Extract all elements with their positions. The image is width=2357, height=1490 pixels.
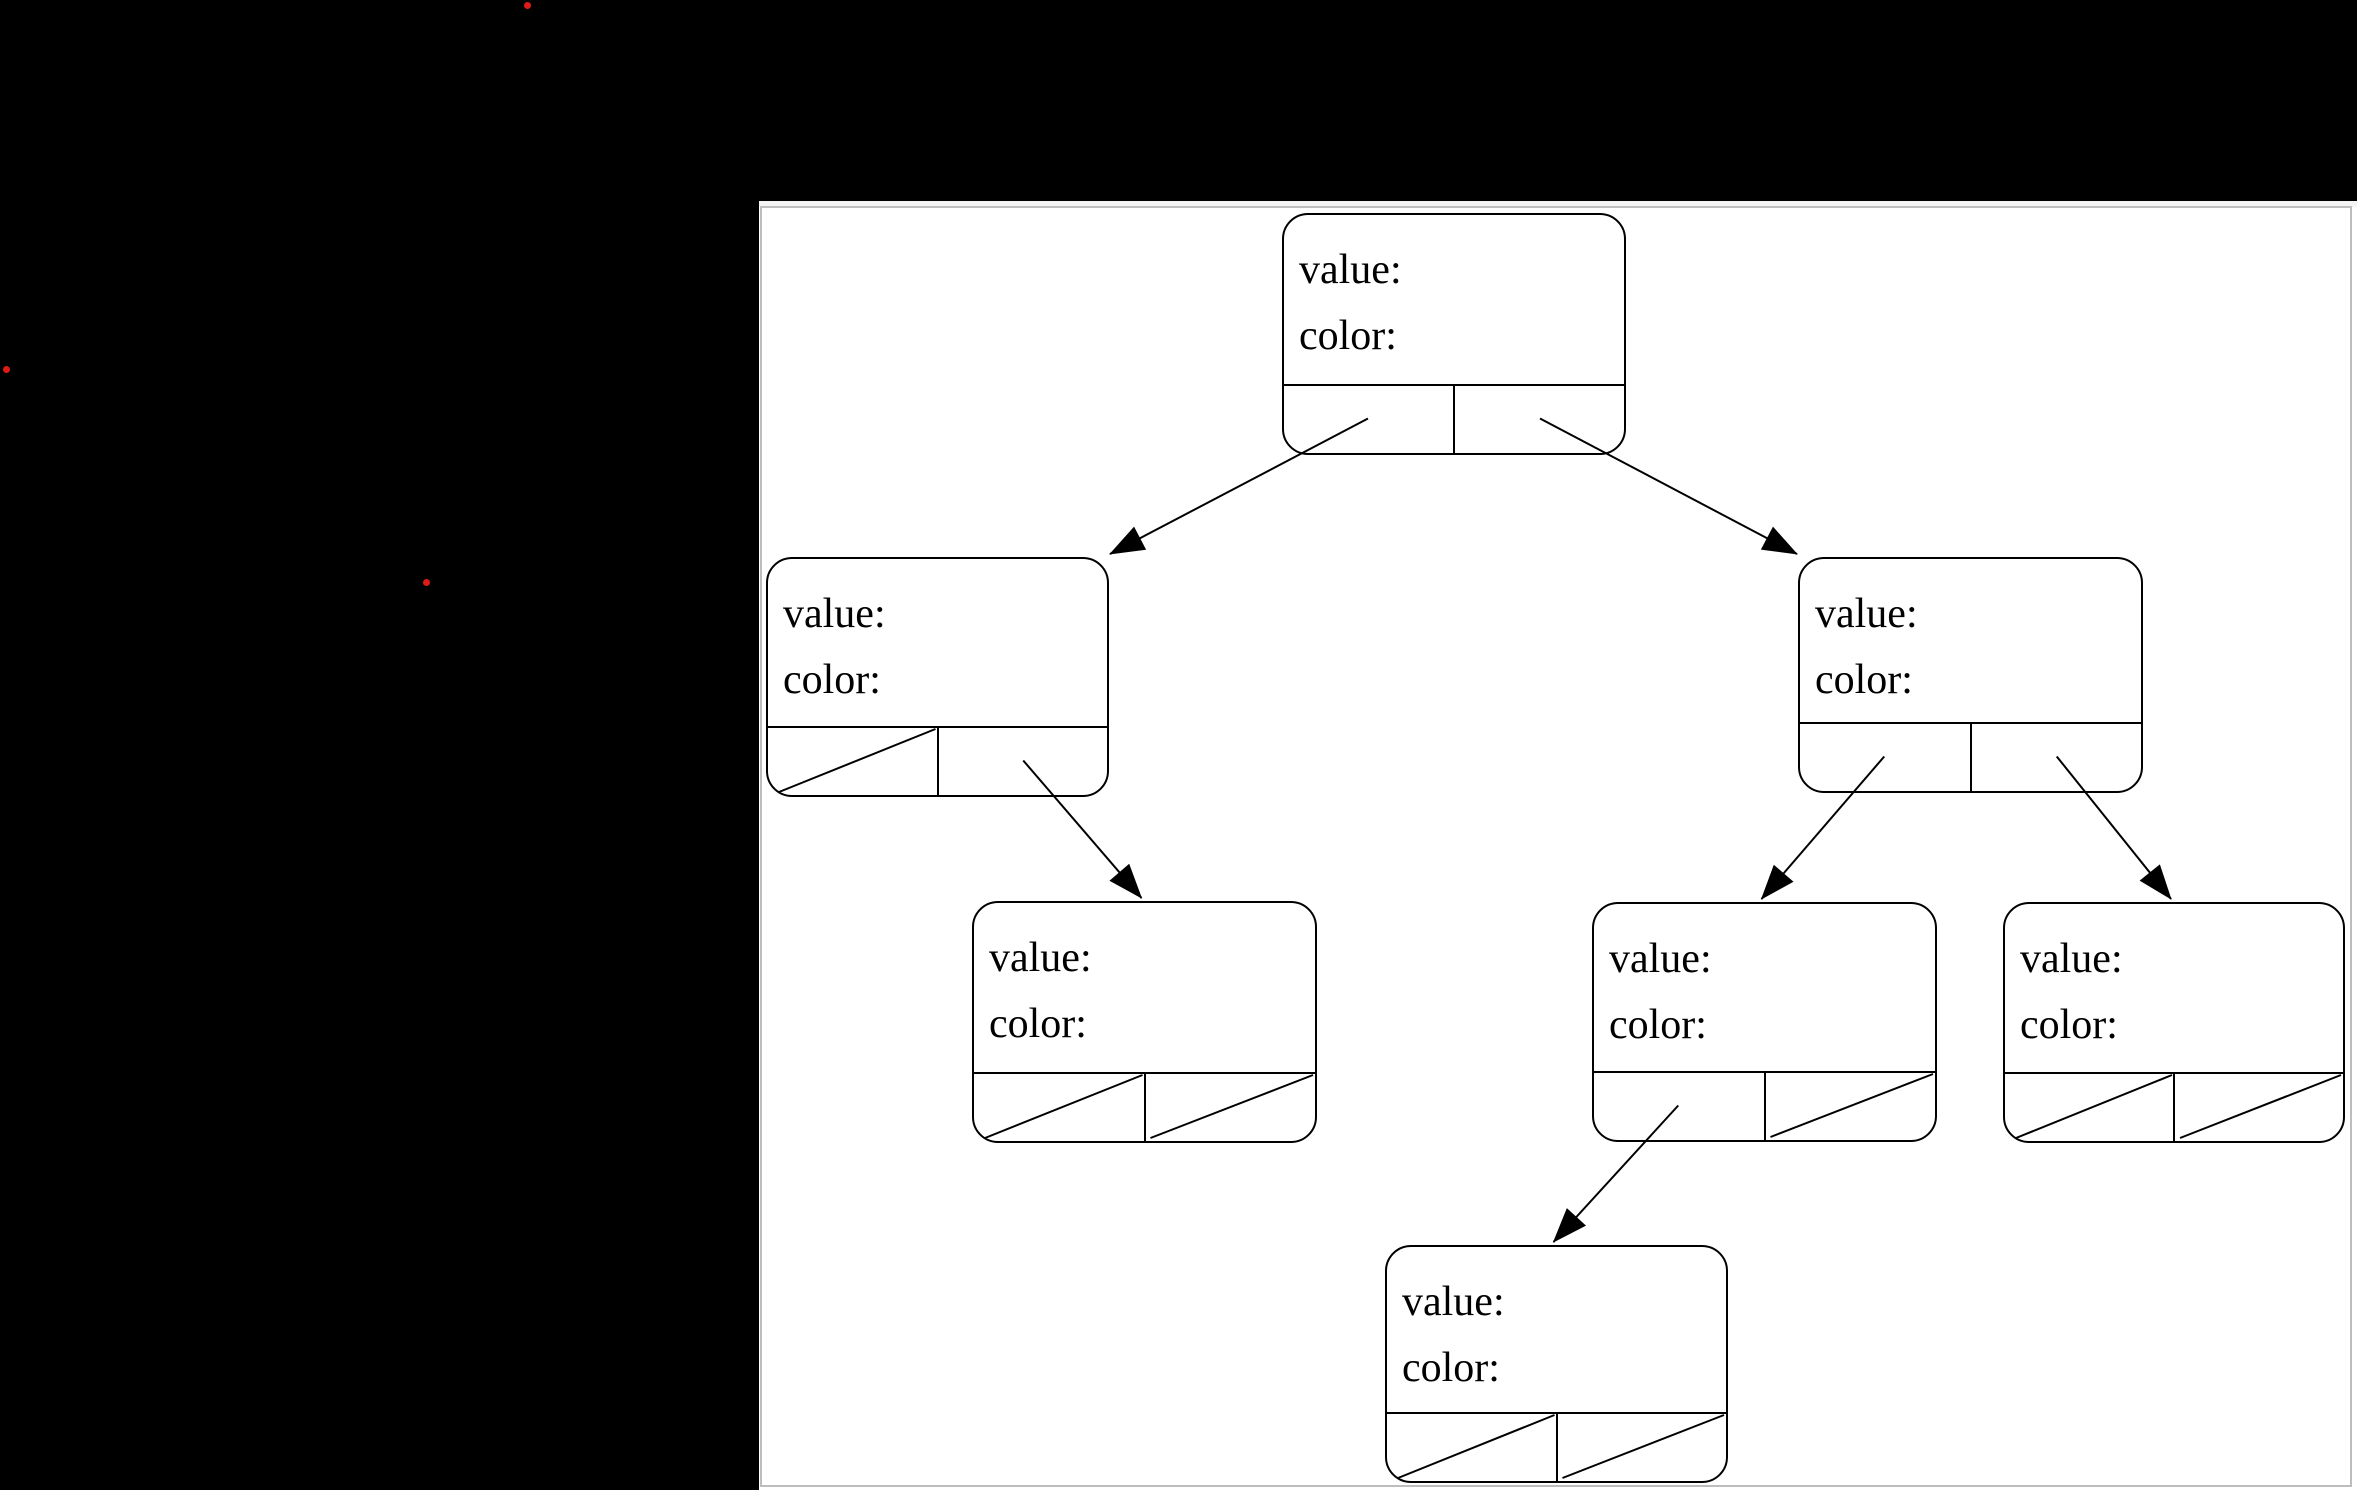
right-pointer-cell: [1558, 1414, 1727, 1481]
node-color-label: color:: [989, 1001, 1087, 1047]
node-value-label: value:: [1402, 1279, 1505, 1325]
right-pointer-cell: [1766, 1073, 1936, 1140]
viewer-top-strip: [759, 201, 2357, 207]
node-fields: value: color:: [1800, 559, 2141, 713]
tree-node-right-left-grandchild: value: color:: [1592, 902, 1937, 1142]
pointer-cells-row: [1284, 384, 1624, 453]
pointer-cells-row: [1594, 1071, 1935, 1140]
node-fields: value: color:: [768, 559, 1107, 713]
tree-node-right-right-grandchild: value: color:: [2003, 902, 2345, 1143]
viewer-viewport-border: [760, 206, 2352, 1487]
pointer-cells-row: [1800, 722, 2141, 791]
tree-node-bottom-node: value: color:: [1385, 1245, 1728, 1483]
tree-node-root: value: color:: [1282, 213, 1626, 455]
node-fields: value: color:: [1594, 904, 1935, 1058]
tree-node-left-child: value: color:: [766, 557, 1109, 797]
node-fields: value: color:: [2005, 904, 2343, 1058]
left-pointer-cell: [768, 728, 939, 795]
node-fields: value: color:: [1284, 215, 1624, 369]
node-color-label: color:: [783, 657, 881, 703]
node-value-label: value:: [1299, 247, 1402, 293]
pointer-cells-row: [1387, 1412, 1726, 1481]
left-pointer-cell: [1387, 1414, 1558, 1481]
right-pointer-cell: [1455, 386, 1624, 453]
node-value-label: value:: [2020, 936, 2123, 982]
node-color-label: color:: [1299, 313, 1397, 359]
pointer-cells-row: [768, 726, 1107, 795]
node-color-label: color:: [2020, 1002, 2118, 1048]
right-pointer-cell: [1972, 724, 2142, 791]
right-pointer-cell: [2175, 1074, 2343, 1141]
node-fields: value: color:: [974, 903, 1315, 1057]
left-pointer-cell: [2005, 1074, 2175, 1141]
red-dot-artifact: [523, 1, 531, 9]
left-pointer-cell: [1800, 724, 1972, 791]
tree-node-right-child: value: color:: [1798, 557, 2143, 793]
pointer-cells-row: [2005, 1072, 2343, 1141]
node-value-label: value:: [989, 935, 1092, 981]
right-pointer-cell: [939, 728, 1108, 795]
node-color-label: color:: [1815, 657, 1913, 703]
right-pointer-cell: [1146, 1074, 1316, 1141]
tree-node-left-right-grandchild: value: color:: [972, 901, 1317, 1143]
node-value-label: value:: [1609, 936, 1712, 982]
node-value-label: value:: [1815, 591, 1918, 637]
red-dot-artifact: [422, 578, 430, 586]
node-fields: value: color:: [1387, 1247, 1726, 1401]
left-pointer-cell: [1594, 1073, 1766, 1140]
red-dot-artifact: [2, 365, 10, 373]
pointer-cells-row: [974, 1072, 1315, 1141]
node-color-label: color:: [1609, 1002, 1707, 1048]
node-value-label: value:: [783, 591, 886, 637]
node-color-label: color:: [1402, 1345, 1500, 1391]
left-pointer-cell: [1284, 386, 1455, 453]
left-pointer-cell: [974, 1074, 1146, 1141]
